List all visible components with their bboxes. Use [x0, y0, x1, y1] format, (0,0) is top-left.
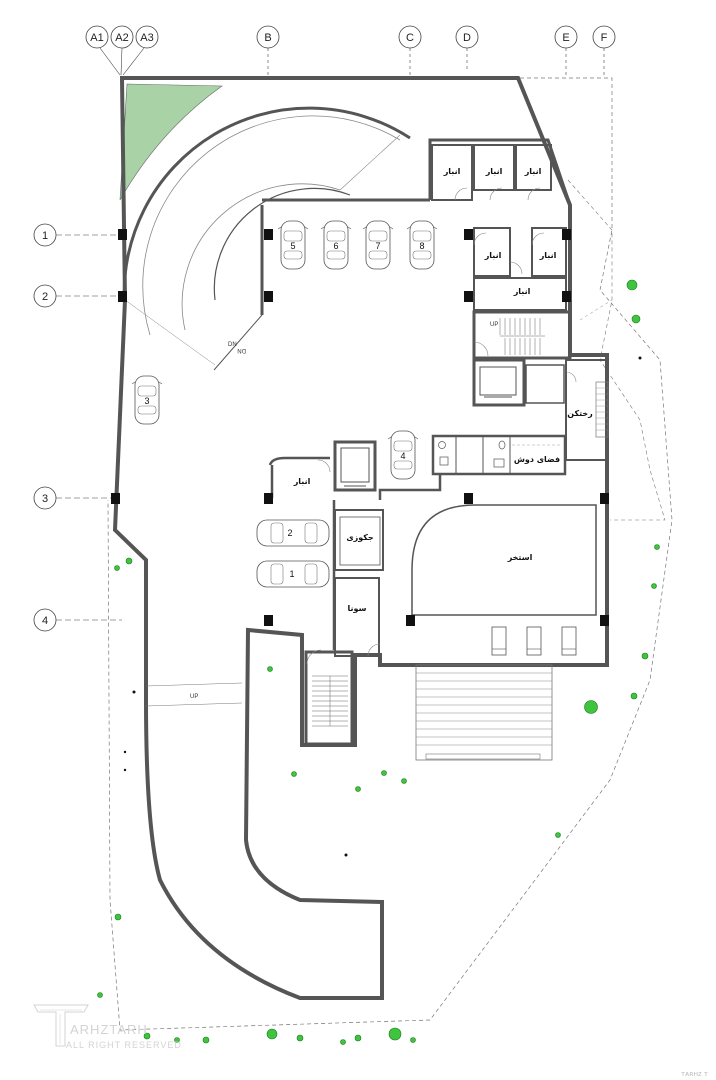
svg-text:انبار: انبار — [539, 251, 557, 260]
svg-text:ARHZTARH: ARHZTARH — [70, 1022, 148, 1037]
svg-text:3: 3 — [42, 493, 48, 505]
grid-bubble-d: D — [455, 25, 479, 72]
svg-text:انبار: انبار — [485, 167, 503, 176]
structural-columns — [111, 229, 609, 626]
svg-text:1: 1 — [289, 569, 294, 579]
svg-text:B: B — [264, 32, 271, 44]
svg-text:5: 5 — [290, 241, 295, 251]
parking-space-4: 4 — [387, 430, 419, 480]
swimming-pool: استخر — [411, 504, 597, 656]
svg-text:8: 8 — [419, 241, 424, 251]
parking-bay-wall — [260, 138, 572, 315]
parking-space-7: 7 — [362, 220, 394, 270]
parking-space-1: 1 — [256, 560, 330, 588]
interior-walls — [268, 456, 442, 665]
grid-bubble-2: 2 — [33, 284, 118, 308]
svg-text:انبار: انبار — [293, 477, 311, 486]
svg-text:فضای دوش: فضای دوش — [514, 455, 560, 465]
grid-bubble-e: E — [554, 25, 578, 78]
svg-text:7: 7 — [375, 241, 380, 251]
exterior-wall — [112, 76, 609, 1000]
green-planting-area — [119, 83, 223, 201]
grid-bubble-a2: A2 — [110, 25, 134, 76]
storage-room-mid: انبار — [293, 459, 331, 486]
exterior-steps — [415, 664, 553, 761]
grid-bubble-f: F — [592, 25, 616, 78]
svg-text:A2: A2 — [115, 32, 128, 44]
elevator-mid — [333, 440, 377, 492]
site-dots — [123, 356, 642, 857]
up-ramp: UP — [145, 682, 243, 707]
jacuzzi-room: جکوزی — [334, 509, 384, 571]
svg-text:جکوزی: جکوزی — [346, 533, 374, 542]
svg-text:2: 2 — [287, 528, 292, 538]
parking-cars: 5 6 7 8 3 4 2 1 — [131, 220, 438, 588]
stair-core-top: UP — [472, 310, 572, 360]
parking-space-5: 5 — [277, 220, 309, 270]
elevator-top — [472, 358, 526, 407]
changing-room: رختکن — [565, 359, 609, 461]
svg-text:انبار: انبار — [484, 251, 502, 260]
parking-space-8: 8 — [406, 220, 438, 270]
svg-text:ALL RIGHT RESERVED: ALL RIGHT RESERVED — [66, 1040, 182, 1050]
svg-text:2: 2 — [42, 291, 48, 303]
svg-text:انبار: انبار — [524, 167, 542, 176]
svg-text:DN: DN — [228, 342, 237, 348]
svg-text:A3: A3 — [140, 32, 153, 44]
parking-space-2: 2 — [256, 519, 330, 547]
grid-bubble-4: 4 — [33, 608, 122, 632]
grid-bubble-1: 1 — [33, 223, 118, 247]
grid-bubble-3: 3 — [33, 486, 112, 510]
grid-bubble-a3: A3 — [122, 25, 159, 76]
ramp: DN DN — [122, 106, 411, 371]
grid-row-markers: 1 2 3 4 — [33, 223, 122, 632]
landscape-trees — [97, 279, 660, 1045]
shower-wc-block: فضای دوش — [431, 434, 567, 476]
svg-text:رختکن: رختکن — [567, 409, 593, 418]
grid-column-markers: A1 A2 A3 B C D E — [85, 25, 616, 78]
svg-text:3: 3 — [144, 396, 149, 406]
svg-text:انبار: انبار — [443, 167, 461, 176]
corner-mark: ᴛᴀʀʜᴢ ᴛ — [681, 1070, 708, 1078]
sauna-room: سونا — [334, 577, 381, 657]
svg-text:استخر: استخر — [507, 553, 533, 562]
svg-text:DN: DN — [237, 347, 246, 353]
site-boundary — [107, 77, 673, 1031]
svg-text:6: 6 — [333, 241, 338, 251]
svg-text:UP: UP — [190, 694, 198, 700]
watermark-logo: ARHZTARH ALL RIGHT RESERVED — [33, 1004, 182, 1050]
svg-text:E: E — [562, 32, 569, 44]
svg-text:سونا: سونا — [348, 604, 367, 613]
grid-bubble-b: B — [256, 25, 280, 78]
svg-text:UP: UP — [490, 322, 498, 328]
site-boundary-east — [567, 179, 666, 521]
grid-bubble-a1: A1 — [85, 25, 121, 76]
svg-text:انبار: انبار — [513, 287, 531, 296]
svg-text:1: 1 — [42, 230, 48, 242]
storage-cluster-mid: انبار انبار انبار — [473, 227, 567, 311]
grid-bubble-c: C — [398, 25, 422, 78]
svg-text:F: F — [601, 32, 608, 44]
parking-space-3: 3 — [131, 375, 163, 425]
service-room — [525, 364, 565, 404]
parking-space-6: 6 — [320, 220, 352, 270]
svg-text:4: 4 — [400, 451, 405, 461]
storage-cluster-top: انبار انبار انبار — [431, 144, 552, 201]
stair-core-bottom — [304, 649, 354, 746]
svg-text:C: C — [406, 32, 414, 44]
svg-text:D: D — [463, 32, 471, 44]
svg-text:A1: A1 — [90, 32, 103, 44]
svg-text:4: 4 — [42, 615, 48, 627]
